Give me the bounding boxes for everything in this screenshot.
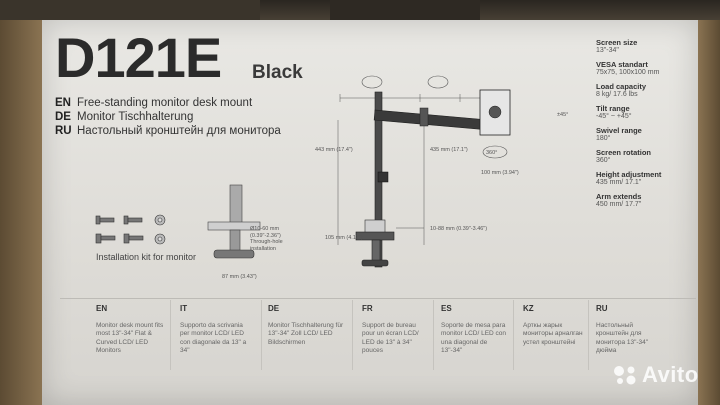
monitor-arm-diagram [337,75,511,268]
lang-code-kz: KZ [523,304,534,313]
screw-kit-illustration [95,214,166,245]
lang-code-ru: RU [596,304,608,313]
column-separator [352,300,353,370]
avito-logo-icon [614,366,636,385]
lang-text-de: Monitor Tischhalterung für 13"-34" Zoll … [268,322,344,346]
base-dim-label: 87 mm (3.43") [222,274,257,280]
lang-code-es: ES [441,304,452,313]
lang-code-de: DE [268,304,280,313]
lang-text-kz: Арткы жарык мониторы арналган устел крон… [523,322,583,346]
lang-code-en: EN [96,304,108,313]
column-separator [433,300,434,370]
lang-text-es: Soporte de mesa para monitor LCD/ LED co… [441,322,507,355]
lang-text-ru: Настольный кронштейн для монитора 13"-34… [596,322,649,355]
lang-code-fr: FR [362,304,373,313]
clamp-range-label: 10-88 mm (0.39"-3.46") [430,226,488,232]
product-model: D121E [55,26,222,89]
lang-code-it: IT [180,304,188,313]
pole-height-label: 443 mm (17.4") [315,147,353,153]
language-divider [60,298,696,299]
column-separator [513,300,514,370]
box-flap-left [0,0,260,20]
lang-text-it: Supporto da scrivania per monitor LCD/ L… [180,322,247,355]
column-separator [588,300,589,370]
product-color: Black [252,62,303,83]
spec-item: Tilt range-45° ~ +45° [596,104,632,120]
through-hole-illustration [207,184,261,259]
avito-watermark: Avito [612,362,699,388]
lang-text-en: Monitor desk mount fits most 13"-34" Fla… [96,322,164,355]
box-side-left [0,20,42,405]
installation-kit-label: Installation kit for monitor [96,252,197,262]
box-flap-middle [330,0,480,20]
box-side-right [698,20,720,405]
rotation-label: 360° [486,150,498,156]
tilt-label: ±45° [557,112,569,118]
plate-width-label: 100 mm (3.94") [481,170,519,176]
hole-dim-label: Ø10-60 mm (0.39"-2.36") Through-hole ins… [250,226,283,252]
lang-text-fr: Support de bureau pour un écran LCD/ LED… [362,322,419,355]
height-adjust-label: 435 mm (17.1") [430,147,468,153]
column-separator [170,300,171,370]
clamp-height-label: 105 mm (4.13") [325,235,363,241]
column-separator [261,300,262,370]
avito-watermark-text: Avito [642,362,699,387]
